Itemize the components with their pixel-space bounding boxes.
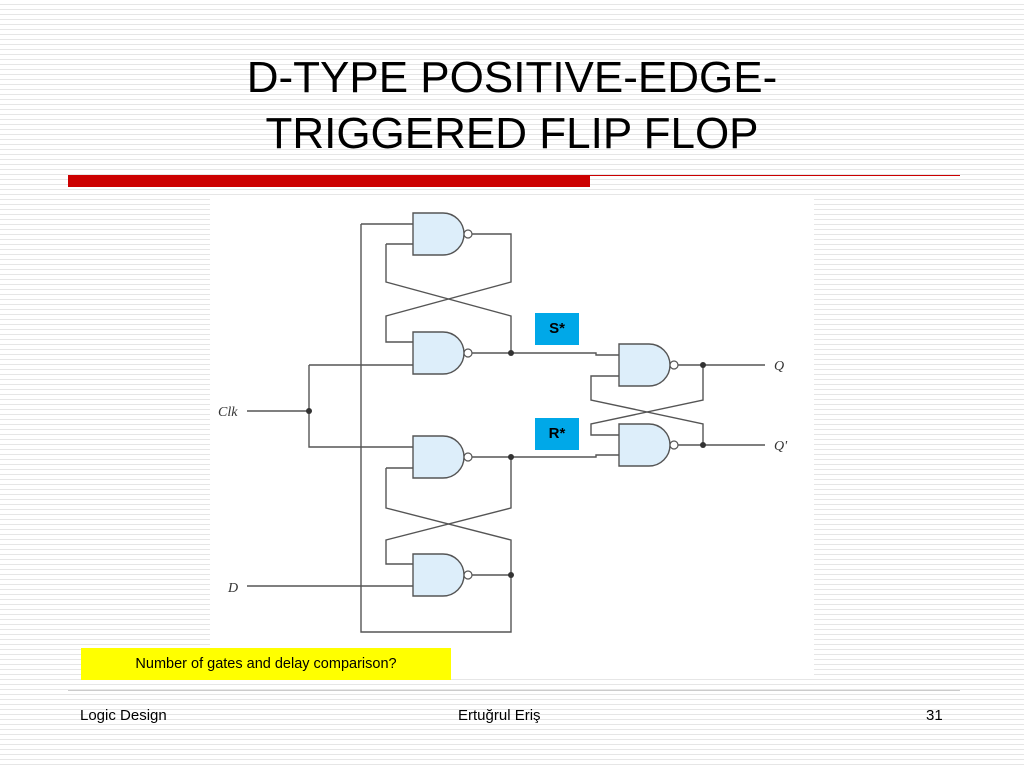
nand-gate-q-bar (618, 423, 679, 467)
q-output-label: Q (774, 359, 784, 374)
title-line-1: D-TYPE POSITIVE-EDGE- (246, 53, 778, 102)
clk-input-label: Clk (218, 405, 238, 420)
title-line-2: TRIGGERED FLIP FLOP (265, 109, 759, 158)
s-star-tag: S* (535, 313, 579, 345)
junction-dots (306, 350, 706, 578)
nand-gate-q (618, 343, 679, 387)
slide-title: D-TYPE POSITIVE-EDGE- TRIGGERED FLIP FLO… (60, 50, 964, 162)
footer-course: Logic Design (80, 707, 167, 724)
footer-page-number: 31 (926, 707, 943, 724)
question-note: Number of gates and delay comparison? (81, 648, 451, 680)
r-star-tag: R* (535, 418, 579, 450)
circuit-diagram-panel (210, 195, 814, 675)
nand-gate-3 (412, 435, 473, 479)
nand-gate-1 (412, 212, 473, 256)
title-underline-red (68, 175, 590, 187)
circuit-wires (247, 223, 765, 633)
d-input-label: D (227, 581, 238, 596)
q-bar-output-label: Q' (774, 439, 788, 454)
footer-author: Ertuğrul Eriş (458, 707, 541, 724)
nand-gate-2 (412, 331, 473, 375)
nand-gate-4 (412, 553, 473, 597)
title-underline-thin (590, 175, 960, 176)
footer-divider (68, 690, 960, 691)
